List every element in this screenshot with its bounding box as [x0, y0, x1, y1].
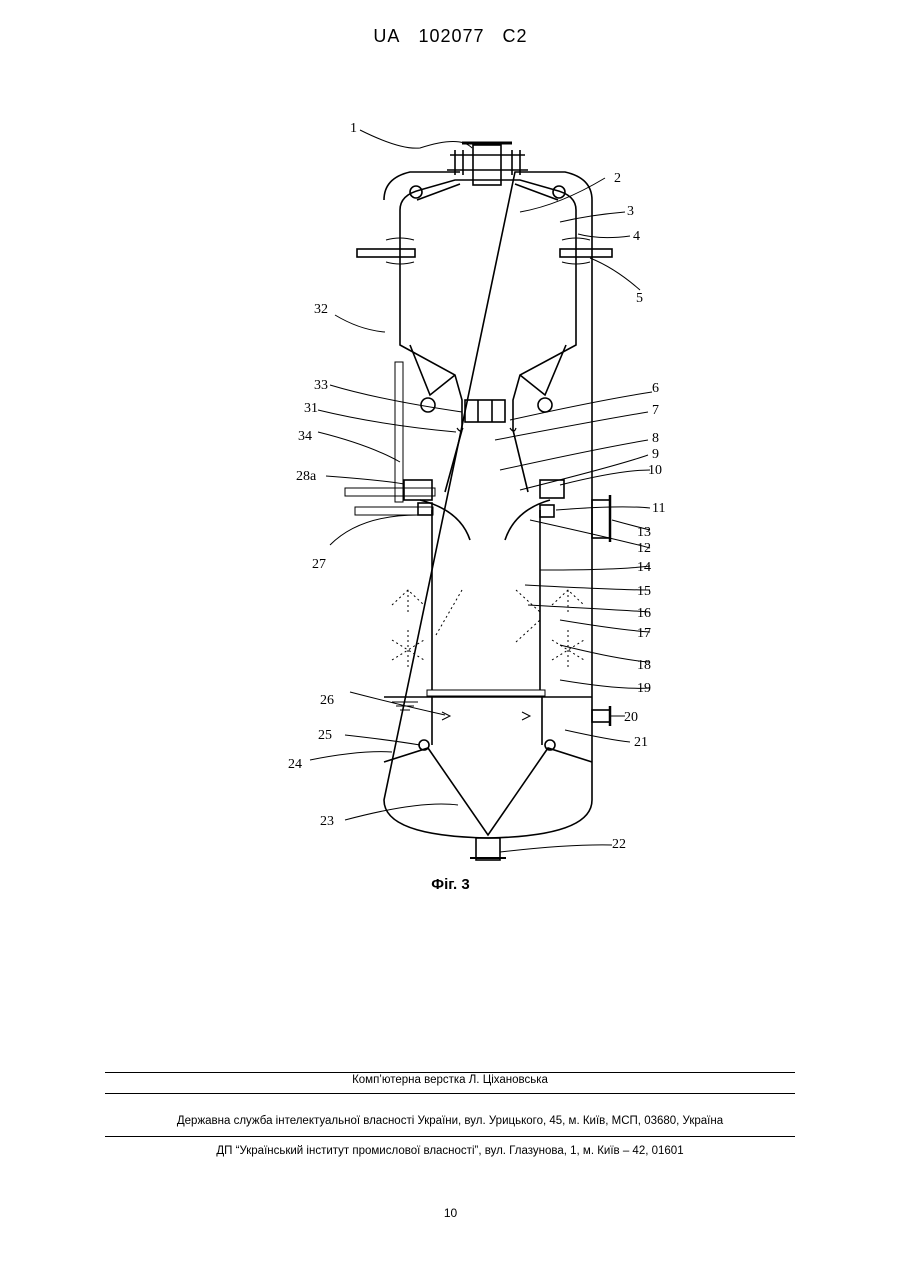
label-14: 14 [637, 560, 651, 575]
technical-drawing: 1 2 3 4 5 32 33 6 31 7 34 8 9 28а 10 11 … [0, 0, 901, 900]
institute-address: ДП “Український інститут промислової вла… [105, 1145, 795, 1157]
label-4: 4 [633, 229, 640, 244]
label-15: 15 [637, 584, 651, 599]
label-9: 9 [652, 447, 659, 462]
nozzle-20 [592, 710, 610, 722]
label-23: 23 [320, 814, 334, 829]
label-8: 8 [652, 431, 659, 446]
top-nozzle [473, 145, 501, 185]
label-7: 7 [652, 403, 659, 418]
label-31: 31 [304, 401, 318, 416]
label-6: 6 [652, 381, 659, 396]
label-17: 17 [637, 626, 651, 641]
label-3: 3 [627, 204, 634, 219]
page-number: 10 [0, 1206, 901, 1220]
central-element [465, 400, 505, 422]
label-16: 16 [637, 606, 651, 621]
label-18: 18 [637, 658, 651, 673]
bottom-nozzle [476, 838, 500, 860]
pipe-34 [395, 362, 403, 502]
footer-rule-1 [105, 1072, 795, 1073]
body-flange-left [357, 249, 415, 257]
label-25: 25 [318, 728, 332, 743]
agency-address: Державна служба інтелектуальної власност… [105, 1115, 795, 1127]
nozzle-13 [592, 500, 610, 538]
footer-rule-2 [105, 1093, 795, 1094]
footer-rule-3 [105, 1136, 795, 1137]
label-2: 2 [614, 171, 621, 186]
label-13: 13 [637, 525, 651, 540]
port-28a [345, 488, 435, 496]
label-26: 26 [320, 693, 334, 708]
label-19: 19 [637, 681, 651, 696]
upper-chamber [400, 180, 576, 240]
label-32: 32 [314, 302, 328, 317]
label-21: 21 [634, 735, 648, 750]
body-flange-right [560, 249, 612, 257]
label-1: 1 [350, 121, 357, 136]
label-33: 33 [314, 378, 328, 393]
label-10: 10 [648, 463, 662, 478]
label-24: 24 [288, 757, 302, 772]
label-20: 20 [624, 710, 638, 725]
port-27 [355, 507, 433, 515]
label-12: 12 [637, 541, 651, 556]
label-28a: 28а [296, 469, 317, 484]
label-22: 22 [612, 837, 626, 852]
label-34: 34 [298, 429, 312, 444]
layout-credit: Комп’ютерна верстка Л. Ціхановська [105, 1074, 795, 1086]
label-5: 5 [636, 291, 643, 306]
label-11: 11 [652, 501, 665, 516]
vessel-shell [384, 172, 592, 838]
figure-caption: Фіг. 3 [0, 876, 901, 893]
label-27: 27 [312, 557, 326, 572]
